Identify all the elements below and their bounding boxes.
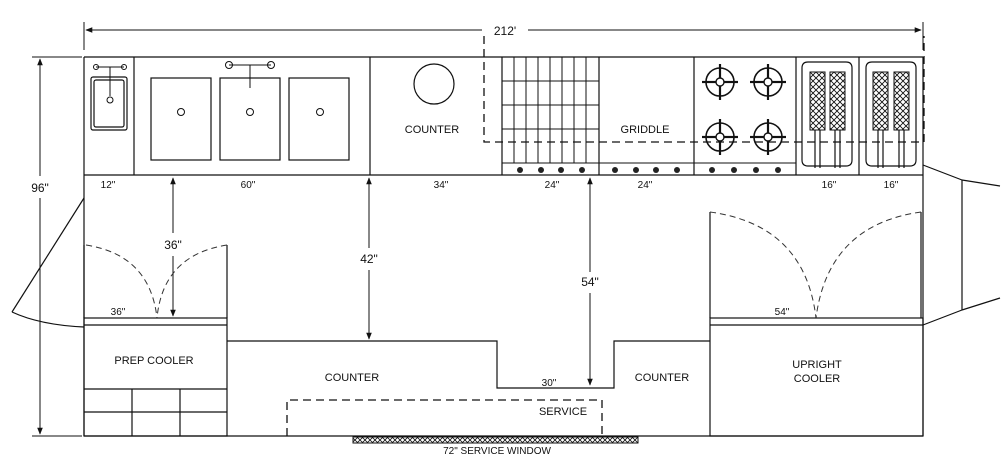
width-hand-sink: 12" <box>101 180 116 191</box>
char-grill <box>502 57 600 175</box>
width-fryer-left: 16" <box>822 180 837 191</box>
service-window: 72" SERVICE WINDOW <box>352 436 639 457</box>
four-burner-range <box>694 57 797 175</box>
overall-length-dimension: 212' <box>83 22 924 50</box>
burner-icon <box>702 64 738 100</box>
burner-icon <box>750 64 786 100</box>
service-window-label: 72" SERVICE WINDOW <box>443 446 551 457</box>
prep-cooler-label: PREP COOLER <box>114 355 193 367</box>
upright-cooler-label-line2: COOLER <box>794 373 841 385</box>
griddle-label: GRIDDLE <box>621 124 670 136</box>
width-counter: 34" <box>434 180 449 191</box>
upright-cooler: UPRIGHT COOLER <box>709 317 924 437</box>
door-left-label: 36" <box>111 307 126 318</box>
hand-sink <box>90 57 135 175</box>
fryer-right <box>865 61 917 168</box>
three-compartment-sink <box>150 57 371 175</box>
aisle-center-label: 42" <box>360 252 378 266</box>
aisle-left-label: 36" <box>164 238 182 252</box>
aisle-dimension-center: 42" <box>360 177 378 340</box>
exhaust-hood-outline <box>483 36 925 143</box>
overall-width-dimension: 96" <box>31 56 82 437</box>
burner-icon <box>750 119 786 155</box>
overall-length-label: 212' <box>494 24 516 38</box>
door-right-label: 54" <box>775 307 790 318</box>
truck-outline <box>11 56 1001 436</box>
aisle-right-label: 54" <box>581 275 599 289</box>
counter-bottom-left-label: COUNTER <box>325 372 379 384</box>
service-gap-label: 30" <box>542 378 557 389</box>
aisle-dimension-left: 36" <box>164 177 182 317</box>
burner-icon <box>702 119 738 155</box>
overall-width-label: 96" <box>31 181 49 195</box>
equipment-width-labels: 12" 60" 34" 24" 24" 16" 16" <box>101 180 899 191</box>
width-fryer-right: 16" <box>884 180 899 191</box>
width-griddle: 24" <box>638 180 653 191</box>
counter-top-section: COUNTER <box>405 57 503 175</box>
aisle-dimension-right: 54" <box>581 177 599 386</box>
upright-cooler-door-swing: 54" <box>709 211 922 319</box>
fryer-left <box>801 57 860 175</box>
counter-bottom-right-label: COUNTER <box>635 372 689 384</box>
service-area: SERVICE <box>286 399 603 436</box>
width-three-sink: 60" <box>241 180 256 191</box>
service-label: SERVICE <box>539 406 587 418</box>
upright-cooler-label-line1: UPRIGHT <box>792 359 842 371</box>
width-char-grill: 24" <box>545 180 560 191</box>
griddle: GRIDDLE <box>599 57 695 175</box>
prep-cooler: PREP COOLER <box>83 317 228 437</box>
prep-cooler-door-swing: 36" <box>83 244 228 319</box>
counter-top-label: COUNTER <box>405 124 459 136</box>
